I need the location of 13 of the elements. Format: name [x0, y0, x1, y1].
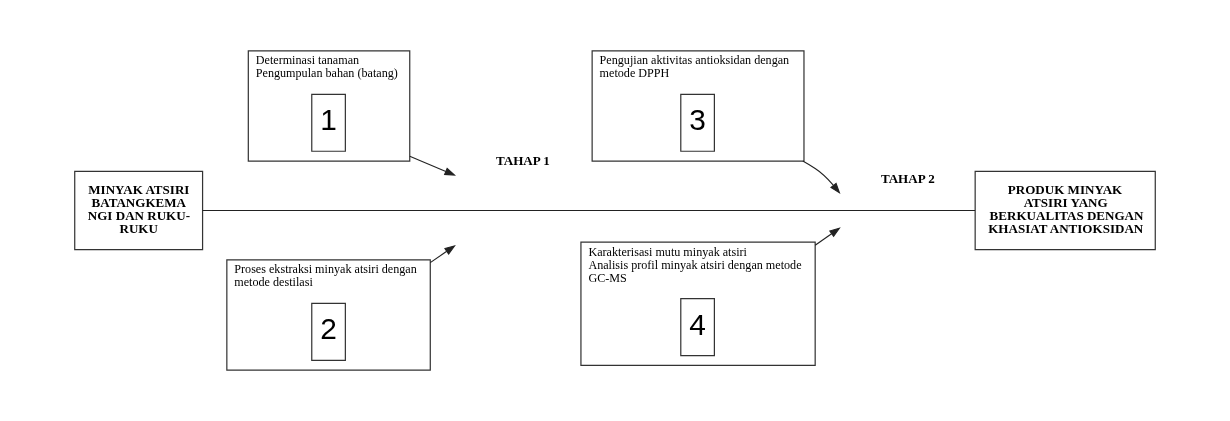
node-box: PRODUK MINYAK ATSIRI YANG BERKUALITAS DENGAN KHASIAT ANTIOKSIDAN [974, 170, 1156, 251]
node-box: 4 [680, 298, 715, 357]
arrow [814, 227, 841, 246]
node-box: 1 [311, 93, 346, 152]
arrow [429, 245, 456, 264]
connector [202, 209, 976, 212]
node-box: 3 [680, 93, 715, 152]
node-box: 2 [311, 302, 346, 361]
arrow [409, 155, 457, 176]
node-box: MINYAK ATSIRI BATANGKEMA NGI DAN RUKU- RUKU [74, 170, 204, 251]
arrow [802, 160, 841, 195]
label: TAHAP 1 [496, 153, 550, 169]
label: TAHAP 2 [880, 171, 935, 187]
